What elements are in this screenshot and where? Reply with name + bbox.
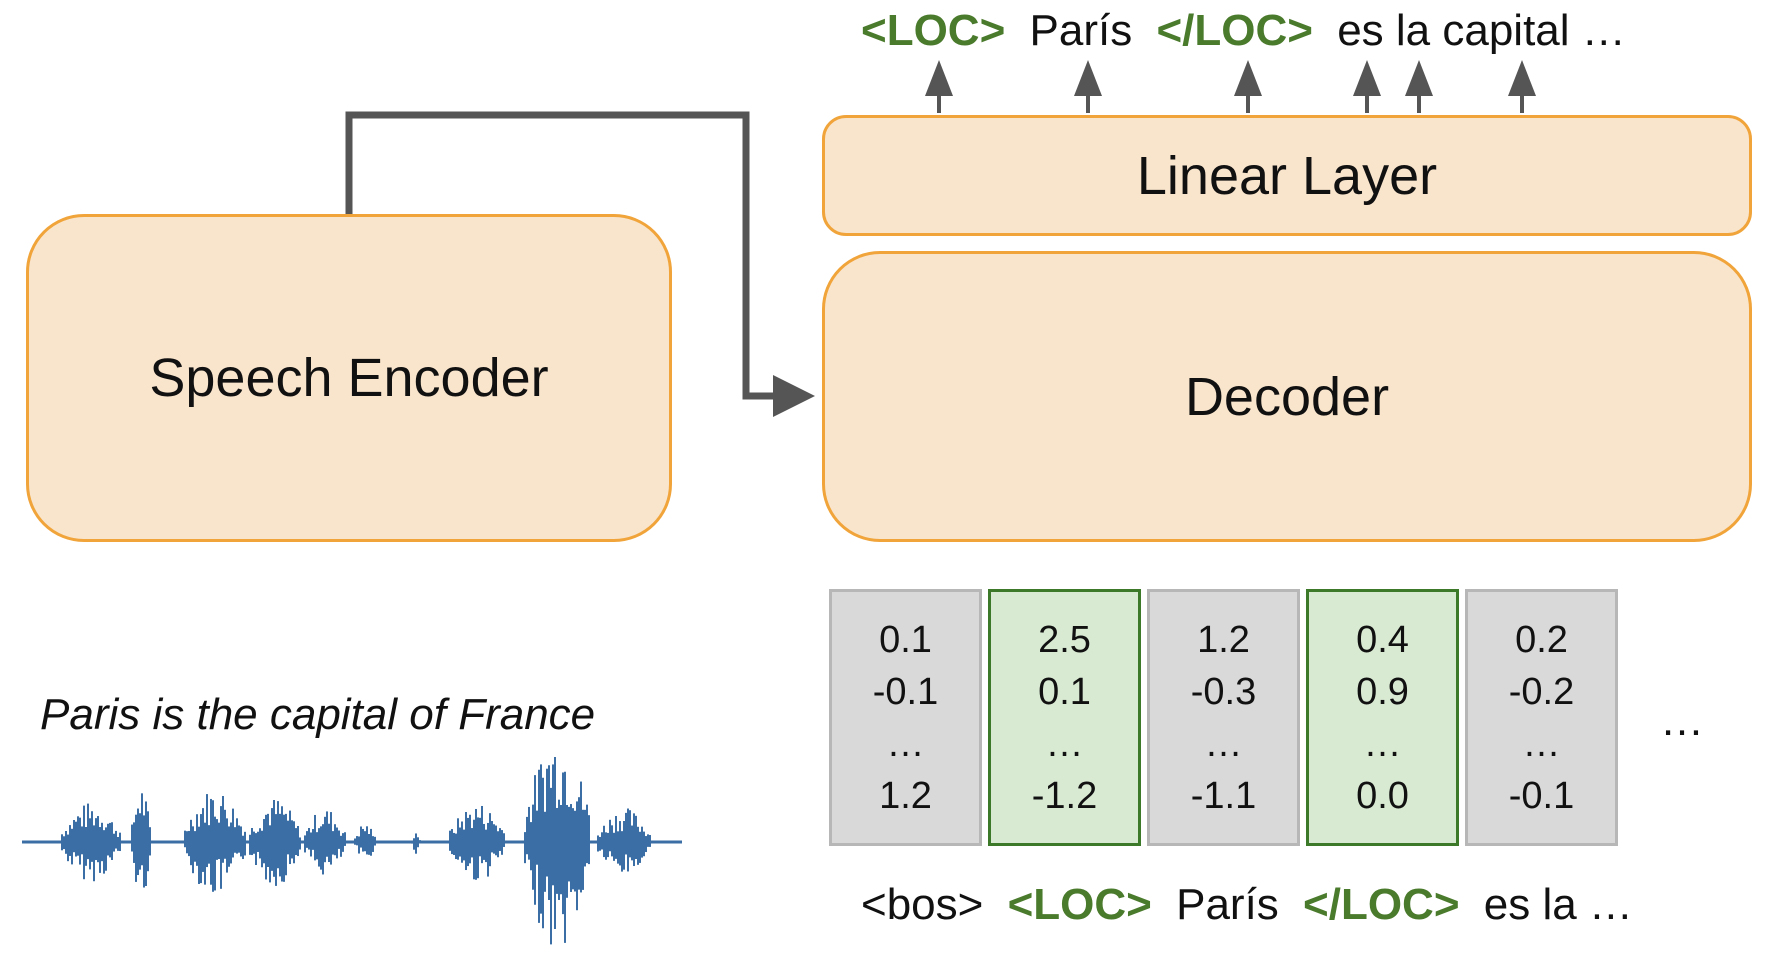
embedding-value: … [1204, 722, 1243, 765]
embedding-value: 1.2 [1197, 618, 1250, 661]
embedding-value: -0.3 [1190, 670, 1257, 713]
embedding-value: 0.1 [879, 618, 932, 661]
more-embeddings-ellipsis: … [1660, 696, 1704, 745]
embedding-cell: 0.2 -0.2 … -0.1 [1465, 589, 1618, 846]
output-token: París [1029, 6, 1133, 55]
input-token: <LOC> [1007, 880, 1152, 929]
embedding-value: … [1363, 722, 1402, 765]
embedding-value: 0.0 [1356, 774, 1409, 817]
output-arrow-head [925, 60, 953, 96]
input-token: </LOC> [1303, 880, 1460, 929]
embedding-value: -1.1 [1190, 774, 1257, 817]
output-arrow-head [1508, 60, 1536, 96]
output-token: <LOC> [861, 6, 1006, 55]
embedding-cell: 0.4 0.9 … 0.0 [1306, 589, 1459, 846]
output-arrow-head [1234, 60, 1262, 96]
speech-encoder-label: Speech Encoder [149, 348, 549, 408]
embedding-cell: 1.2 -0.3 … -1.1 [1147, 589, 1300, 846]
embedding-value: 0.9 [1356, 670, 1409, 713]
embedding-value: … [1045, 722, 1084, 765]
embedding-value: 0.2 [1515, 618, 1568, 661]
decoder-box: Decoder [822, 251, 1752, 542]
linear-layer-label: Linear Layer [1136, 145, 1438, 206]
input-token-sequence: <bos> <LOC> París </LOC> es la … [861, 880, 1645, 930]
embedding-value: 0.4 [1356, 618, 1409, 661]
output-token: es la capital … [1337, 6, 1626, 55]
embedding-value: -0.1 [1508, 774, 1575, 817]
output-arrow-head [1353, 60, 1381, 96]
embedding-value: 1.2 [879, 774, 932, 817]
linear-layer-box: Linear Layer [822, 115, 1752, 236]
embedding-value: 0.1 [1038, 670, 1091, 713]
embedding-cell: 2.5 0.1 … -1.2 [988, 589, 1141, 846]
input-token: París [1176, 880, 1279, 929]
input-token: <bos> [861, 880, 984, 929]
embedding-value: 2.5 [1038, 618, 1091, 661]
audio-waveform-icon [22, 756, 682, 945]
embedding-value: … [1522, 722, 1561, 765]
embedding-value: … [886, 722, 925, 765]
output-arrows [925, 60, 1536, 113]
decoder-label: Decoder [1184, 366, 1390, 427]
embedding-value: -0.1 [872, 670, 939, 713]
output-arrow-head [1405, 60, 1433, 96]
transcript-caption: Paris is the capital of France [40, 690, 596, 739]
encoder-to-decoder-arrow [345, 111, 815, 417]
output-token-sequence: <LOC> París </LOC> es la capital … [861, 6, 1638, 56]
output-arrow-head [1074, 60, 1102, 96]
embedding-cell: 0.1 -0.1 … 1.2 [829, 589, 982, 846]
speech-encoder-box: Speech Encoder [26, 214, 672, 542]
output-token: </LOC> [1156, 6, 1313, 55]
embedding-value: -0.2 [1508, 670, 1575, 713]
input-token: es la … [1483, 880, 1633, 929]
embedding-value: -1.2 [1031, 774, 1098, 817]
